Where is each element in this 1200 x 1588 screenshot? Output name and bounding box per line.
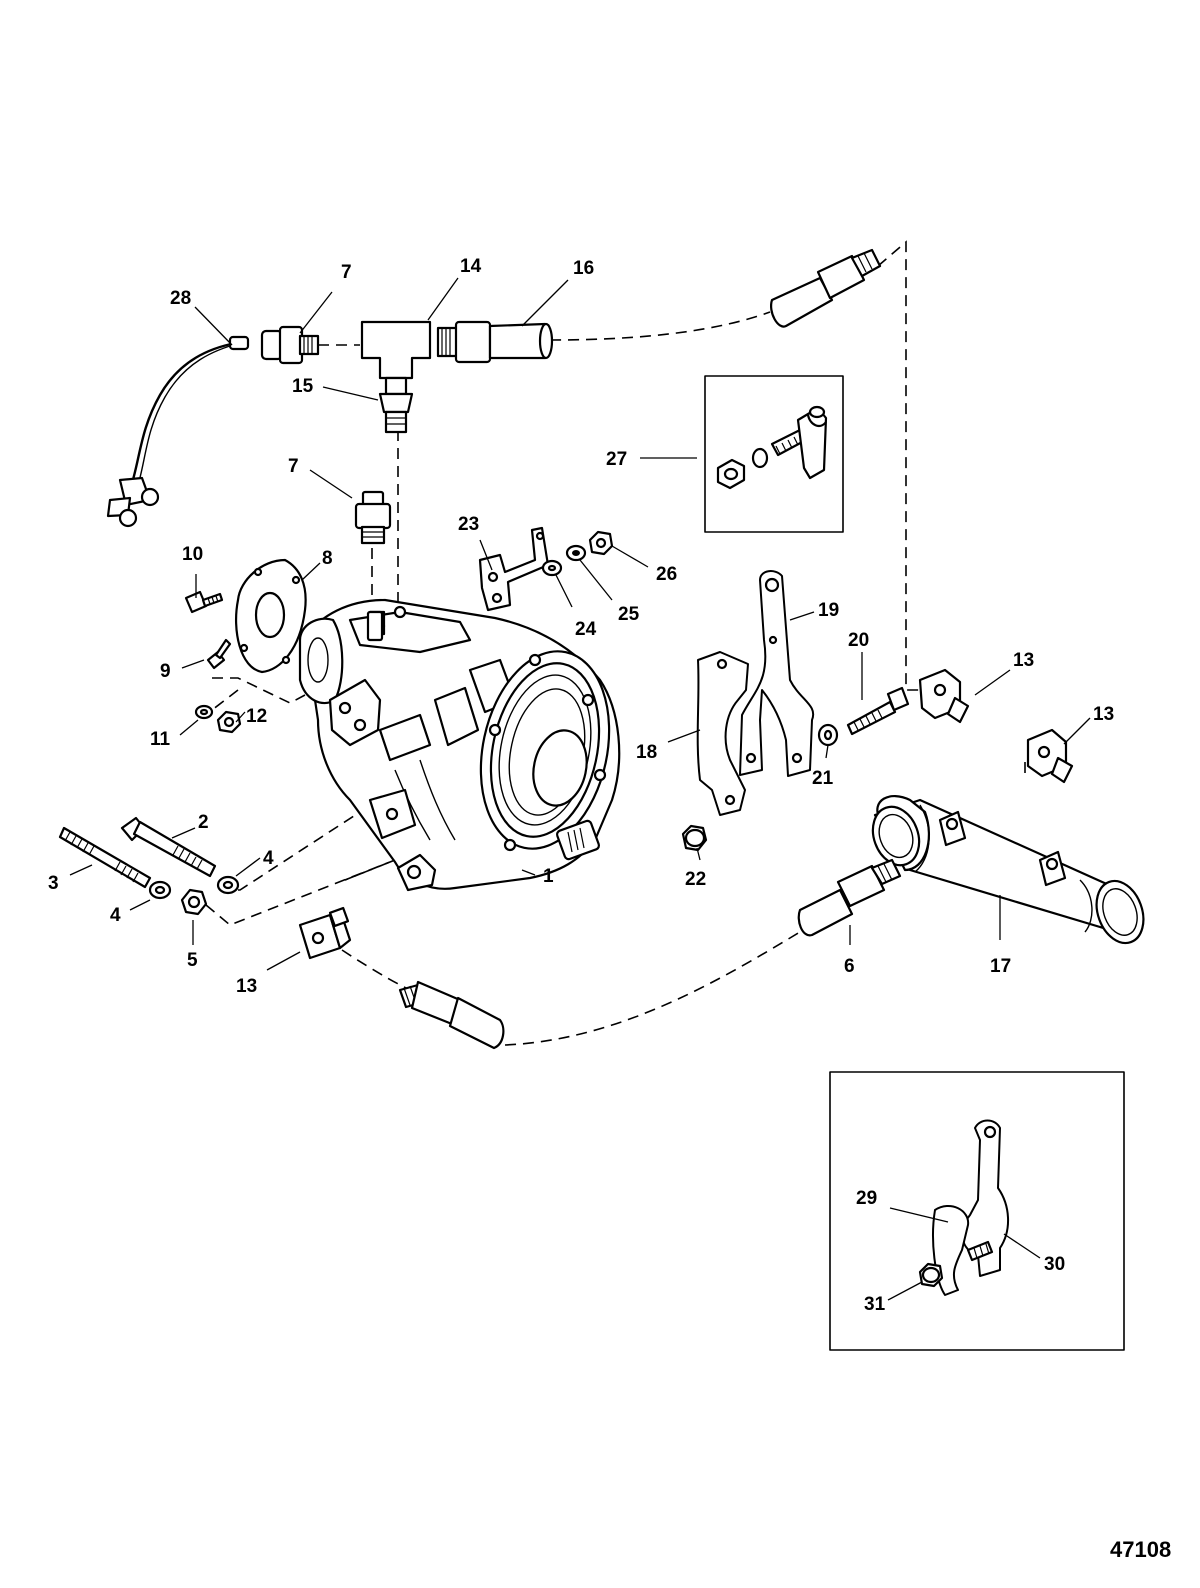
part-1-transmission-housing: [298, 598, 621, 892]
callout-23: 23: [458, 514, 479, 535]
callout-3: 3: [48, 873, 59, 894]
part-25-lockwasher: [565, 544, 587, 562]
part-7-pressure-switch-top: [260, 325, 320, 365]
part-12-nut: [216, 710, 242, 734]
callout-13a: 13: [236, 976, 257, 997]
part-17-cooler: [871, 795, 1145, 945]
callout-2: 2: [198, 812, 209, 833]
part-4-washer-b: [148, 880, 172, 900]
part-13-elbow-right-upper: [918, 668, 970, 724]
callout-18: 18: [636, 742, 657, 763]
part-6-hose-fitting: [797, 858, 902, 937]
part-14-tee-fitting: [360, 320, 432, 380]
callout-5: 5: [187, 950, 198, 971]
callout-11: 11: [150, 729, 171, 750]
callout-10: 10: [182, 544, 203, 565]
callout-9: 9: [160, 661, 171, 682]
parts-29-31-inset: [829, 1071, 1125, 1351]
part-18-clamp-half: [696, 651, 749, 816]
callout-30: 30: [1044, 1254, 1065, 1275]
part-22-acorn-nut: [681, 824, 708, 852]
part-24-washer: [541, 559, 563, 577]
illustration-code: 47108: [1110, 1537, 1171, 1562]
callout-labels: 1 2 3 4 4 5 6 7 7 8 9 10 11 12 13 13 13 …: [48, 256, 1114, 1315]
callout-6: 6: [844, 956, 855, 977]
part-8-flange: [234, 558, 307, 674]
part-21-washer: [817, 723, 839, 747]
part-2-long-bolt: [120, 816, 217, 878]
callout-21: 21: [812, 768, 834, 789]
callout-22: 22: [685, 869, 706, 890]
part-3-stud: [58, 826, 152, 889]
part-15-nipple: [378, 376, 414, 434]
part-20-bolt: [846, 686, 910, 736]
part-13-elbow-right-lower: [1026, 728, 1074, 784]
callout-29: 29: [856, 1188, 877, 1209]
callout-17: 17: [990, 956, 1011, 977]
callout-1: 1: [543, 866, 554, 887]
part-5-nut: [180, 888, 208, 916]
callout-4b: 4: [110, 905, 121, 926]
callout-4a: 4: [263, 848, 274, 869]
callout-12: 12: [246, 706, 267, 727]
part-10-bolt: [184, 590, 224, 614]
callout-19: 19: [818, 600, 839, 621]
part-19-clamp-bracket: [739, 570, 815, 777]
callout-7b: 7: [288, 456, 299, 477]
hose-fitting-top-right: [770, 248, 882, 328]
part-4-washer-a: [216, 875, 240, 895]
callout-8: 8: [322, 548, 333, 569]
part-27-inset: [704, 375, 844, 533]
callout-14: 14: [460, 256, 482, 277]
part-11-washer: [194, 704, 214, 720]
part-23-bracket: [478, 526, 550, 612]
part-7-pressure-switch-lower: [354, 490, 392, 545]
hose-fitting-bottom: [398, 980, 505, 1050]
part-16-hose-fitting: [436, 320, 554, 364]
part-9-screw: [206, 638, 232, 670]
callout-20: 20: [848, 630, 869, 651]
part-13-elbow-bottom-left: [298, 906, 352, 960]
part-26-nut: [588, 530, 614, 556]
callout-7a: 7: [341, 262, 352, 283]
callout-25: 25: [618, 604, 640, 625]
part-28-wire-harness: [106, 335, 250, 528]
callout-24: 24: [575, 619, 597, 640]
callout-31: 31: [864, 1294, 886, 1315]
leader-lines: [69, 277, 1091, 1301]
callout-16: 16: [573, 258, 594, 279]
callout-15: 15: [292, 376, 314, 397]
callout-28: 28: [170, 288, 191, 309]
callout-26: 26: [656, 564, 677, 585]
callout-13c: 13: [1093, 704, 1114, 725]
callout-27: 27: [606, 449, 627, 470]
callout-13b: 13: [1013, 650, 1034, 671]
